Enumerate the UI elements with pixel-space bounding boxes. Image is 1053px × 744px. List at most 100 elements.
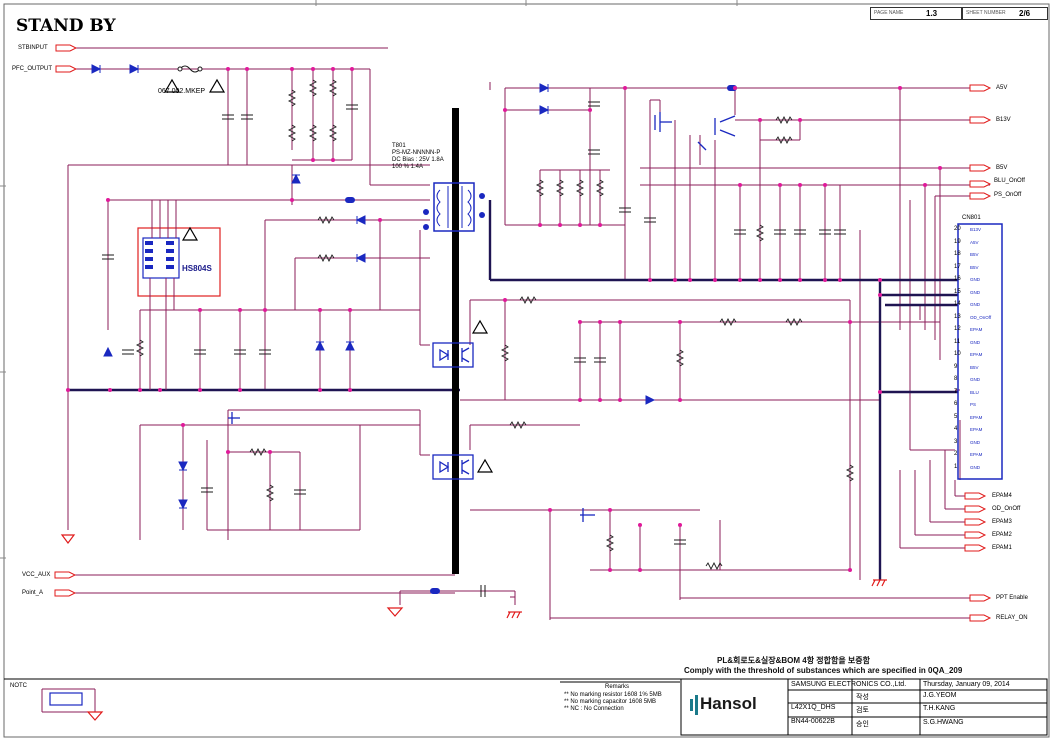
connector-pin-signal: GND xyxy=(970,289,980,295)
connector-pin-signal: GND xyxy=(970,277,980,282)
connector-pin-signal: A5V xyxy=(970,239,979,245)
connector-pin-signal: EPAM xyxy=(970,327,983,332)
wires xyxy=(41,47,990,713)
control-ic-hs804s xyxy=(137,200,221,390)
connector-pin-number: 5 xyxy=(954,413,958,420)
notc-label: NOTC xyxy=(10,683,27,689)
connector-pin-number: 17 xyxy=(954,263,961,270)
connector-pin-number: 16 xyxy=(954,276,961,282)
input-pfc-output: PFC_OUTPUT xyxy=(12,66,53,72)
transformer-part: PS-MZ-NNNNN-P xyxy=(392,150,441,156)
connector-cn801 xyxy=(957,223,1003,480)
output-a5v: A5V xyxy=(996,85,1008,91)
sheet-value: 2/6 xyxy=(1019,9,1031,18)
connector-pin-number: 6 xyxy=(954,401,958,407)
transformer-t801 xyxy=(423,182,485,232)
connector-pin-number: 12 xyxy=(954,326,961,332)
output-ppt-enable: PPT Enable xyxy=(996,595,1028,601)
connector-pin-number: 19 xyxy=(954,238,961,245)
hansol-logo-mark xyxy=(690,695,698,715)
sheet-label: SHEET NUMBER xyxy=(966,10,1006,16)
warning-icon xyxy=(163,78,494,473)
connector-pin-signal: EPAM xyxy=(970,414,983,420)
connector-pin-signal: BLU xyxy=(970,389,979,395)
connector-pin-signal: EPAM xyxy=(970,452,983,457)
designer-name: J.G.YEOM xyxy=(923,692,957,699)
company-name: SAMSUNG ELECTRONICS CO.,Ltd. xyxy=(791,681,907,688)
output-epam3: EPAM3 xyxy=(992,519,1012,525)
resistors xyxy=(135,79,855,571)
compliance-english: Comply with the threshold of substances … xyxy=(684,666,963,675)
connector-pin-signal: B5V xyxy=(970,264,979,270)
connector-pin-number: 15 xyxy=(954,288,961,295)
frame-ticks xyxy=(0,0,738,559)
connector-pin-number: 7 xyxy=(954,388,958,395)
output-relay-on: RELAY_ON xyxy=(996,615,1028,621)
connector-pin-signal: B13V xyxy=(970,227,982,232)
output-b13v: B13V xyxy=(996,117,1011,123)
connector-pin-signal: GND xyxy=(970,439,980,445)
checker-name: T.H.KANG xyxy=(923,705,956,712)
page-title: STAND BY xyxy=(16,16,116,36)
notc-thermistor xyxy=(49,692,83,706)
connector-pin-number: 2 xyxy=(954,451,958,457)
capacitors xyxy=(102,101,846,597)
connector-ref: CN801 xyxy=(962,215,981,221)
transformer-ref: T801 xyxy=(392,143,406,149)
connector-pin-signal: EPAM xyxy=(970,352,983,357)
output-blu-onoff: BLU_OnOff xyxy=(994,178,1025,184)
output-ps-onoff: PS_OnOff xyxy=(994,192,1022,198)
connector-pin-number: 14 xyxy=(954,301,961,307)
transformer-spec-1: DC Bias : 25V 1.8A xyxy=(392,157,444,163)
connector-pin-number: 11 xyxy=(954,338,961,345)
connector-pin-number: 20 xyxy=(954,226,961,232)
sheet-box: SHEET NUMBER 2/6 xyxy=(962,7,1048,20)
title-block xyxy=(4,678,1048,736)
input-stbinput: STBINPUT xyxy=(18,45,48,51)
output-epam4: EPAM4 xyxy=(992,493,1012,499)
connector-pin-signal: GND xyxy=(970,377,980,382)
drawing-date: Thursday, January 09, 2014 xyxy=(923,681,1010,688)
ground-symbols xyxy=(60,534,887,721)
connector-pin-signal: B5V xyxy=(970,364,979,370)
connector-pin-number: 13 xyxy=(954,313,961,320)
output-od-onoff: OD_OnOff xyxy=(992,506,1021,512)
row-label-approver: 승인 xyxy=(856,721,869,728)
revision-label: PAGE NAME xyxy=(874,10,904,16)
transformer-spec-2: 100 % 1.4A xyxy=(392,164,424,170)
connector-pin-signal: GND xyxy=(970,302,980,307)
port-arrows xyxy=(54,44,992,622)
output-epam2: EPAM2 xyxy=(992,532,1012,538)
optocoupler-2 xyxy=(432,454,474,480)
connector-pin-number: 1 xyxy=(954,463,958,470)
connector-pin-number: 4 xyxy=(954,426,958,432)
connector-pin-signal: B5V xyxy=(970,252,979,257)
junction-dots xyxy=(66,67,942,572)
connector-pin-signal: GND xyxy=(970,464,980,470)
revision-box: PAGE NAME 1.3 xyxy=(870,7,962,20)
control-ic-label: HS804S xyxy=(182,264,212,273)
diodes xyxy=(91,64,656,510)
input-point-a: Point_A xyxy=(22,590,44,596)
connector-pin-number: 18 xyxy=(954,251,961,257)
compliance-korean: PL&회로도&실장&BOM 4항 정합함을 보증함 xyxy=(717,656,871,665)
remark-line-3: ** NC : No Connection xyxy=(564,706,624,712)
connector-pin-number: 3 xyxy=(954,438,958,445)
fuse-part-label: 067 002.MKEP xyxy=(158,88,206,95)
connector-pin-number: 8 xyxy=(954,376,958,382)
output-epam1: EPAM1 xyxy=(992,545,1012,551)
isolation-barrier xyxy=(452,108,459,574)
transistors xyxy=(228,112,736,522)
optocoupler-1 xyxy=(432,342,474,368)
connector-pin-signal: OD_OnOff xyxy=(970,314,992,320)
revision-value: 1.3 xyxy=(926,9,938,18)
connector-pin-number: 10 xyxy=(954,351,961,357)
remark-line-2: ** No marking capacitor 1608 5MB xyxy=(564,699,657,705)
row-label-designer: 작성 xyxy=(856,694,869,701)
remarks-title: Remarks xyxy=(605,684,630,690)
connector-pin-signal: PS xyxy=(970,402,977,407)
connector-pin-signal: GND xyxy=(970,339,980,345)
fuse xyxy=(177,65,203,73)
brand-logo: Hansol xyxy=(700,694,757,713)
